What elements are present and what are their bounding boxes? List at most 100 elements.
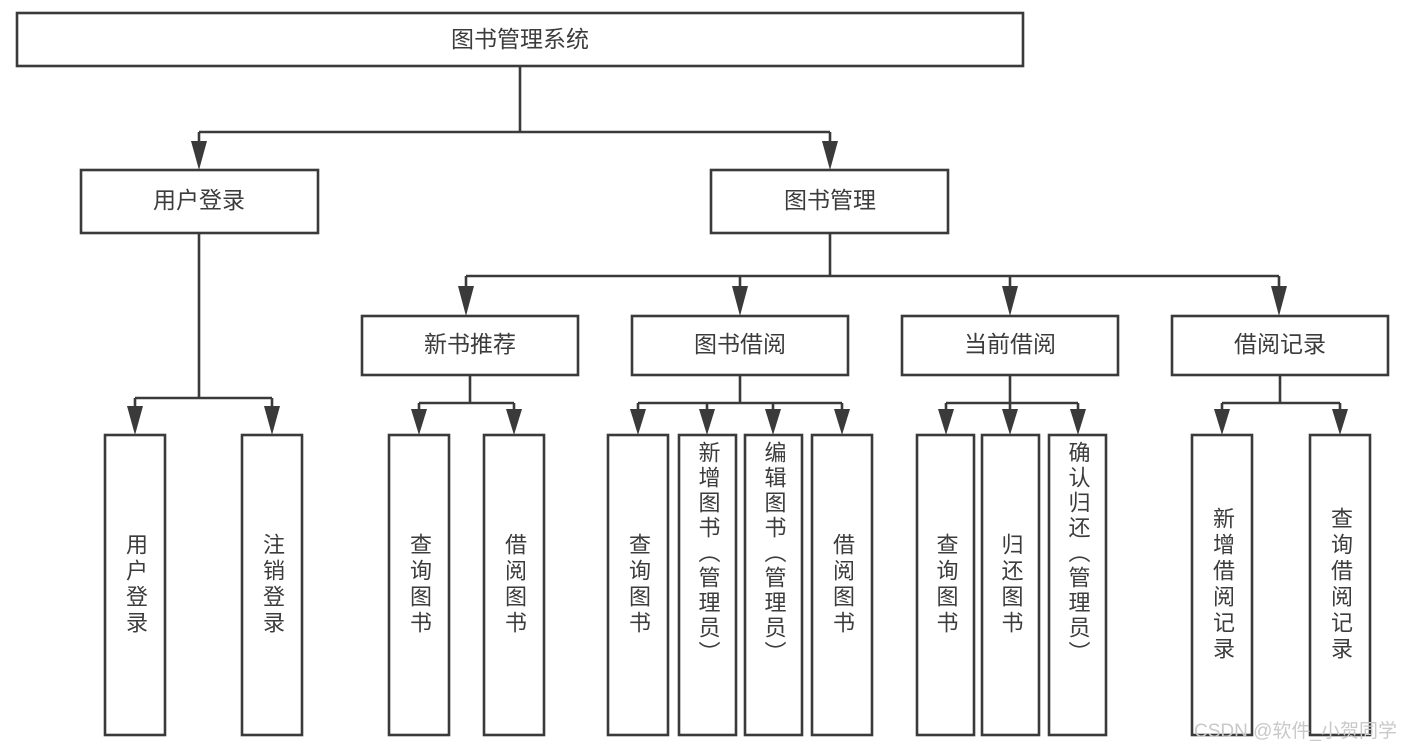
node-leaf-cb-confirm-return-text-wrap: 确认归还（管理员） [1049, 435, 1106, 735]
node-leaf-user-logout-label-host: 注销登录 [242, 435, 302, 735]
node-leaf-bb-query-book-text-wrap: 查询图书 [608, 435, 668, 735]
node-leaf-user-login-label-host: 用户登录 [105, 435, 165, 735]
node-new-book-recommend[interactable]: 新书推荐 [360, 314, 580, 377]
arrow-head-leaf-user-login [127, 406, 143, 435]
node-leaf-br-query-record-label: 查询借阅记录 [1328, 507, 1353, 663]
node-root-box[interactable] [15, 11, 1025, 68]
node-leaf-bb-query-book-box[interactable] [606, 433, 670, 737]
arrow-head-borrow-record [1271, 286, 1287, 316]
node-user-login-box[interactable] [79, 168, 320, 235]
node-borrow-record-label: 借阅记录 [1234, 331, 1326, 357]
node-book-borrow[interactable]: 图书借阅 [630, 314, 850, 377]
node-leaf-bb-add-book[interactable]: 新增图书（管理员） [677, 433, 738, 737]
node-leaf-user-logout-box[interactable] [240, 433, 304, 737]
node-current-borrow-label: 当前借阅 [964, 331, 1056, 357]
node-leaf-user-login-box[interactable] [103, 433, 167, 737]
node-leaf-cb-query-book-label: 查询图书 [933, 533, 959, 637]
node-leaf-bb-edit-book-label-host: 编辑图书（管理员） [745, 435, 802, 735]
node-book-management-box[interactable] [709, 168, 950, 235]
node-leaf-br-query-record-text-wrap: 查询借阅记录 [1310, 435, 1370, 735]
node-root[interactable]: 图书管理系统 [15, 11, 1025, 68]
node-leaf-bb-query-book[interactable]: 查询图书 [606, 433, 670, 737]
node-leaf-user-logout[interactable]: 注销登录 [240, 433, 304, 737]
node-leaf-cb-confirm-return-label-host: 确认归还（管理员） [1049, 435, 1106, 735]
node-leaf-bb-add-book-label: 新增图书（管理员） [695, 441, 721, 666]
node-leaf-user-login-label: 用户登录 [123, 533, 148, 637]
node-leaf-bb-borrow-book-label-host: 借阅图书 [812, 435, 872, 735]
node-leaf-cb-confirm-return-label: 确认归还（管理员） [1065, 441, 1091, 666]
node-leaf-nbr-query-book[interactable]: 查询图书 [387, 433, 451, 737]
csdn-watermark: CSDN @软件_小贺同学 [1194, 721, 1397, 742]
node-leaf-nbr-borrow-book-label: 借阅图书 [502, 533, 527, 637]
node-leaf-bb-borrow-book-label: 借阅图书 [830, 533, 855, 637]
arrow-head-book-borrow [732, 286, 748, 316]
node-leaf-bb-edit-book[interactable]: 编辑图书（管理员） [743, 433, 804, 737]
node-leaf-cb-query-book-box[interactable] [915, 433, 976, 737]
node-leaf-cb-return-book-text-wrap: 归还图书 [998, 533, 1024, 637]
node-leaf-nbr-borrow-book-text-wrap: 借阅图书 [484, 435, 544, 735]
arrow-head-cb-query-book [938, 409, 954, 435]
node-current-borrow-box[interactable] [900, 314, 1120, 377]
node-leaf-user-login[interactable]: 用户登录 [103, 433, 167, 737]
node-leaf-br-add-record[interactable]: 新增借阅记录 [1190, 433, 1254, 737]
node-leaf-bb-edit-book-label: 编辑图书（管理员） [761, 441, 787, 666]
node-book-management-label: 图书管理 [784, 187, 876, 213]
node-leaf-br-add-record-box[interactable] [1190, 433, 1254, 737]
node-leaf-nbr-query-book-label: 查询图书 [407, 533, 432, 637]
node-leaf-cb-query-book-label-host: 查询图书 [917, 435, 974, 735]
node-leaf-br-add-record-label: 新增借阅记录 [1210, 507, 1235, 663]
node-leaf-cb-query-book-text-wrap: 查询图书 [917, 435, 974, 735]
node-new-book-recommend-box[interactable] [360, 314, 580, 377]
node-leaf-bb-query-book-label-host: 查询图书 [608, 435, 668, 735]
node-leaf-br-query-record-label-host: 查询借阅记录 [1310, 435, 1370, 735]
node-leaf-cb-return-book-label: 归还图书 [998, 533, 1024, 637]
node-leaf-bb-edit-book-text-wrap: 编辑图书（管理员） [745, 435, 802, 735]
node-current-borrow[interactable]: 当前借阅 [900, 314, 1120, 377]
arrow-head-book-management [822, 141, 838, 170]
node-leaf-bb-add-book-box[interactable] [677, 433, 738, 737]
node-user-login-label: 用户登录 [153, 187, 245, 213]
node-leaf-bb-edit-book-box[interactable] [743, 433, 804, 737]
node-leaf-bb-borrow-book-box[interactable] [810, 433, 874, 737]
node-leaf-cb-query-book[interactable]: 查询图书 [915, 433, 976, 737]
node-leaf-cb-confirm-return[interactable]: 确认归还（管理员） [1047, 433, 1108, 737]
node-new-book-recommend-label: 新书推荐 [424, 331, 516, 357]
arrow-head-user-login [191, 141, 207, 170]
arrow-head-new-book-recommend [458, 286, 474, 316]
node-borrow-record[interactable]: 借阅记录 [1170, 314, 1390, 377]
arrow-head-bb-borrow-book [834, 409, 850, 435]
node-leaf-cb-return-book-box[interactable] [980, 433, 1041, 737]
node-leaf-br-query-record[interactable]: 查询借阅记录 [1308, 433, 1372, 737]
arrow-head-nbr-borrow-book [506, 409, 522, 435]
node-leaf-user-logout-text-wrap: 注销登录 [242, 435, 302, 735]
node-book-borrow-box[interactable] [630, 314, 850, 377]
arrow-head-leaf-user-logout [264, 406, 280, 435]
node-leaf-user-logout-label: 注销登录 [260, 533, 285, 637]
node-leaf-nbr-query-book-label-host: 查询图书 [389, 435, 449, 735]
node-borrow-record-box[interactable] [1170, 314, 1390, 377]
node-leaf-bb-query-book-label: 查询图书 [626, 533, 651, 637]
node-leaf-br-add-record-text-wrap: 新增借阅记录 [1192, 435, 1252, 735]
arrow-head-cb-confirm-return [1070, 409, 1086, 435]
connector-layer [127, 66, 1348, 435]
node-leaf-nbr-borrow-book[interactable]: 借阅图书 [482, 433, 546, 737]
node-leaf-nbr-borrow-book-box[interactable] [482, 433, 546, 737]
node-leaf-br-query-record-box[interactable] [1308, 433, 1372, 737]
node-leaf-cb-confirm-return-box[interactable] [1047, 433, 1108, 737]
node-leaf-user-login-text-wrap: 用户登录 [105, 435, 165, 735]
node-user-login[interactable]: 用户登录 [79, 168, 320, 235]
arrow-head-bb-edit-book [765, 409, 781, 435]
node-book-management[interactable]: 图书管理 [709, 168, 950, 235]
arrow-head-bb-add-book [699, 409, 715, 435]
node-leaf-nbr-borrow-book-label-host: 借阅图书 [484, 435, 544, 735]
node-leaf-bb-borrow-book[interactable]: 借阅图书 [810, 433, 874, 737]
node-leaf-br-add-record-label-host: 新增借阅记录 [1192, 435, 1252, 735]
node-leaf-nbr-query-book-text-wrap: 查询图书 [389, 435, 449, 735]
node-leaf-bb-add-book-text-wrap: 新增图书（管理员） [695, 441, 721, 666]
node-leaf-bb-borrow-book-text-wrap: 借阅图书 [812, 435, 872, 735]
node-book-borrow-label: 图书借阅 [694, 331, 786, 357]
node-leaf-nbr-query-book-box[interactable] [387, 433, 451, 737]
arrow-head-bb-query-book [630, 409, 646, 435]
node-leaf-cb-return-book[interactable]: 归还图书 [980, 433, 1041, 737]
